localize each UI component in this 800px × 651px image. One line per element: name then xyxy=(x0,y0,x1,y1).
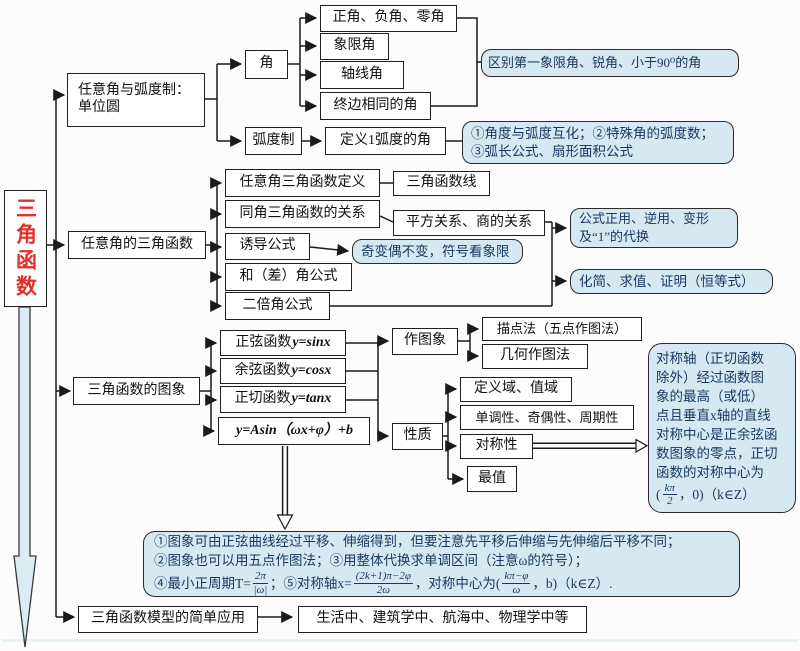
node-trig-of-any-angle: 任意角的三角函数 xyxy=(68,231,206,259)
note-odd-even-sign: 奇变偶不变，符号看象限 xyxy=(352,239,523,264)
node-extreme-values: 最值 xyxy=(467,466,517,492)
note-symmetry-line4: 点且垂直x轴的直线 xyxy=(656,407,771,423)
node-axis-angle: 轴线角 xyxy=(320,61,404,89)
note-radian-tips-line1: ①角度与弧度互化；②特殊角的弧度数； xyxy=(471,125,714,141)
note-graph-transform-line2: ②图象也可以用五点作图法；③用整体代换求单调区间（注意ω的符号）； xyxy=(154,553,589,569)
note-simplify-evaluate-prove: 化简、求值、证明（恒等式） xyxy=(570,269,773,294)
node-domain-range: 定义域、值域 xyxy=(460,377,572,402)
node-trig-model-applications: 三角函数模型的简单应用 xyxy=(78,606,258,633)
node-trig-definition: 任意角三角函数定义 xyxy=(225,169,380,197)
note-radian-tips: ①角度与弧度互化；②特殊角的弧度数； ③弧长公式、扇形面积公式 xyxy=(462,121,734,164)
node-application-fields: 生活中、建筑学中、航海中、物理学中等 xyxy=(298,606,587,633)
note-symmetry-line2: 除外）经过函数图 xyxy=(656,369,764,385)
node-properties: 性质 xyxy=(392,423,443,450)
node-unit-circle-line2: 单位圆 xyxy=(78,100,120,115)
node-positive-negative-zero-angle: 正角、负角、零角 xyxy=(320,5,457,32)
root-node: 三角函数 xyxy=(4,190,47,307)
asin-formula: y=Asin（ωx+φ）+b xyxy=(236,422,353,438)
cosine-label: 余弦函数 xyxy=(234,362,291,378)
root-down-arrow xyxy=(13,306,37,648)
note-symmetry-line7: 函数的对称中心为 xyxy=(656,464,764,480)
node-angle-radian-line1: 任意角与弧度制： xyxy=(78,83,190,99)
fraction-period: 2π|ω| xyxy=(252,570,268,596)
node-square-quotient-relations: 平方关系、商的关系 xyxy=(393,210,545,236)
note-symmetry-line5: 对称中心是正余弦函 xyxy=(656,426,778,442)
note-symmetry-line1: 对称轴（正切函数 xyxy=(656,350,764,366)
node-define-one-radian: 定义1弧度的角 xyxy=(325,127,446,155)
note-formula-usage-line1: 公式正用、逆用、变形 xyxy=(579,211,710,226)
node-trig-graphs: 三角函数的图象 xyxy=(73,377,200,405)
node-monotonicity-parity-period: 单调性、奇偶性、周期性 xyxy=(460,405,634,430)
node-asin-general-form: y=Asin（ωx+φ）+b xyxy=(218,417,370,445)
root-title: 三角函数 xyxy=(13,196,38,301)
node-quadrant-angle: 象限角 xyxy=(320,33,389,60)
note-angle-distinction: 区别第一象限角、锐角、小于90⁰的角 xyxy=(481,49,739,77)
cosine-formula: y=cosx xyxy=(291,362,332,378)
tangent-formula: y=tanx xyxy=(291,391,332,407)
node-geometric-method: 几何作图法 xyxy=(482,344,588,369)
note-graph-transform: ①图象可由正弦曲线经过平移、伸缩得到，但要注意先平移后伸缩与先伸缩后平移不同； … xyxy=(143,531,740,597)
node-same-angle-relations: 同角三角函数的关系 xyxy=(225,200,380,228)
node-trig-function-lines: 三角函数线 xyxy=(393,171,490,196)
bottom-divider xyxy=(2,639,798,642)
node-symmetry: 对称性 xyxy=(460,434,533,459)
node-draw-graph: 作图象 xyxy=(392,328,458,355)
node-angle: 角 xyxy=(245,50,288,79)
sine-formula: y=sinx xyxy=(292,334,331,350)
note-symmetry-axis: 对称轴（正切函数 除外）经过函数图 象的最高（或低） 点且垂直x轴的直线 对称中… xyxy=(648,343,796,513)
tangent-label: 正切函数 xyxy=(234,391,291,407)
node-coterminal-angle: 终边相同的角 xyxy=(320,92,431,120)
note-symmetry-line3: 象的最高（或低） xyxy=(656,388,764,404)
node-radian-system: 弧度制 xyxy=(245,127,302,155)
note-formula-usage-line2: 及“1”的代换 xyxy=(579,229,650,244)
note-symmetry-line6: 数图象的零点，正切 xyxy=(656,445,778,461)
node-angle-radian-system: 任意角与弧度制： 单位圆 xyxy=(67,73,205,127)
note-graph-transform-line1: ①图象可由正弦曲线经过平移、伸缩得到，但要注意先平移后伸缩与先伸缩后平移不同； xyxy=(154,534,681,550)
node-double-angle-formulas: 二倍角公式 xyxy=(225,292,330,320)
node-induction-formulas: 诱导公式 xyxy=(225,233,310,260)
node-point-plot-method: 描点法（五点作图法） xyxy=(482,317,642,341)
note-radian-tips-line2: ③弧长公式、扇形面积公式 xyxy=(471,143,633,159)
node-sum-difference-formulas: 和（差）角公式 xyxy=(225,263,352,291)
note-formula-usage: 公式正用、逆用、变形 及“1”的代换 xyxy=(570,208,738,248)
sine-label: 正弦函数 xyxy=(235,334,292,350)
